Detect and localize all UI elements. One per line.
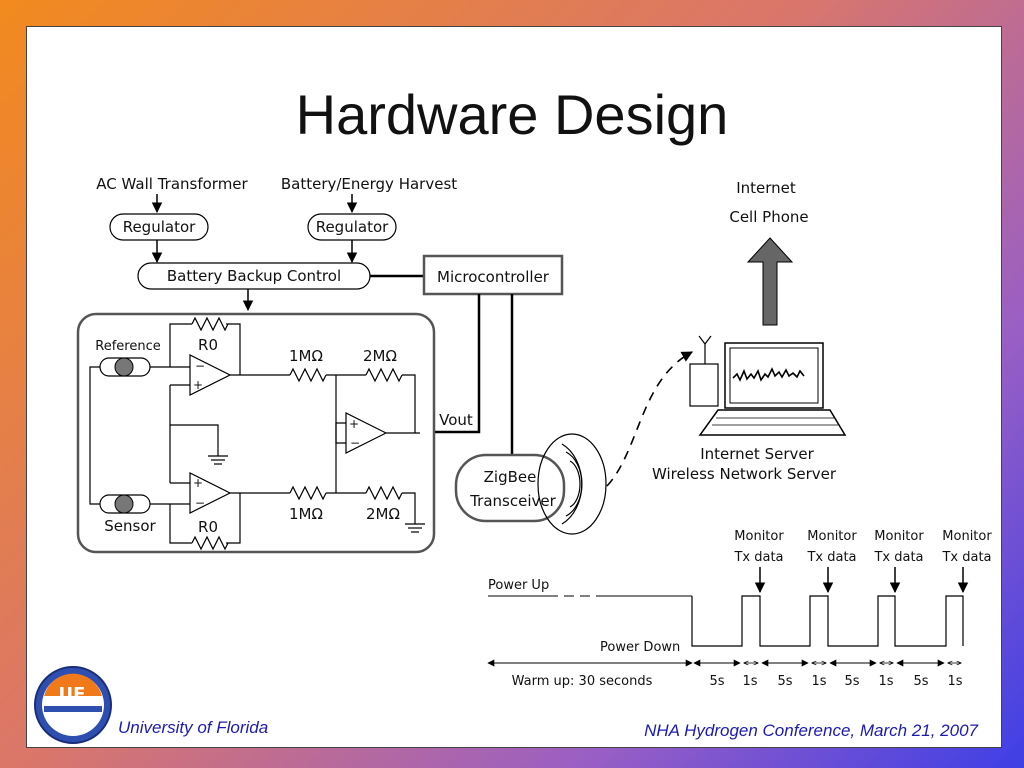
ground-symbol-right — [405, 523, 425, 533]
monitor-label: Monitor — [734, 529, 784, 544]
zigbee-line2: Transceiver — [469, 492, 556, 510]
ground-symbol-left — [208, 455, 228, 465]
microcontroller: Microcontroller — [422, 254, 564, 296]
txdata-label: Tx data — [941, 550, 991, 565]
cell-phone-label: Cell Phone — [729, 208, 808, 226]
battery-harvest-label: Battery/Energy Harvest — [281, 175, 457, 193]
internet-label: Internet — [736, 179, 796, 197]
power-down-label: Power Down — [600, 640, 680, 655]
r1-top-label: 1MΩ — [289, 347, 323, 365]
wireless-server-label: Wireless Network Server — [652, 465, 837, 483]
opamp-bottom: + − — [189, 472, 232, 514]
interval-label: 5s — [777, 674, 792, 689]
timing-diagram: Monitor Monitor Monitor Monitor Tx data … — [487, 529, 992, 689]
opamp-top: − + — [189, 354, 232, 396]
footer-right: NHA Hydrogen Conference, March 21, 2007 — [644, 721, 978, 740]
ac-transformer-label: AC Wall Transformer — [96, 175, 248, 193]
reference-element — [99, 357, 151, 377]
sensor-element — [99, 494, 151, 514]
page-title: Hardware Design — [296, 83, 729, 146]
vout-label: Vout — [439, 411, 473, 429]
r2-top-label: 2MΩ — [363, 347, 397, 365]
interval-label: 5s — [844, 674, 859, 689]
regulator-left: Regulator — [109, 213, 209, 241]
svg-text:+: + — [193, 476, 203, 490]
interval-label: 5s — [709, 674, 724, 689]
regulator-right: Regulator — [307, 213, 397, 241]
reference-label: Reference — [95, 339, 160, 354]
power-up-label: Power Up — [488, 578, 549, 593]
university-of-florida-logo: UF — [34, 666, 112, 744]
resistor-2m-top — [365, 367, 403, 383]
svg-text:−: − — [195, 359, 205, 373]
opamp-differential: + − — [345, 412, 388, 454]
svg-text:−: − — [350, 436, 360, 450]
r0-bottom-label: R0 — [198, 518, 218, 536]
interval-label: 1s — [742, 674, 757, 689]
resistor-r0-bottom — [191, 535, 229, 551]
interval-label: 1s — [947, 674, 962, 689]
laptop-icon — [689, 335, 847, 436]
battery-backup-label: Battery Backup Control — [167, 267, 341, 285]
resistor-2m-bottom — [365, 485, 403, 501]
txdata-label: Tx data — [733, 550, 783, 565]
zigbee-transceiver: ZigBee Transceiver — [454, 453, 566, 523]
battery-backup-control: Battery Backup Control — [137, 262, 371, 290]
monitor-label: Monitor — [942, 529, 992, 544]
warmup-label: Warm up: 30 seconds — [512, 674, 653, 689]
microcontroller-label: Microcontroller — [437, 268, 550, 286]
interval-label: 1s — [811, 674, 826, 689]
monitor-label: Monitor — [807, 529, 857, 544]
interval-label: 1s — [878, 674, 893, 689]
resistor-1m-top — [289, 367, 327, 383]
regulator-right-label: Regulator — [316, 218, 389, 236]
footer-left: University of Florida — [118, 718, 268, 737]
regulator-left-label: Regulator — [123, 218, 196, 236]
uplink-arrow-icon — [746, 237, 794, 326]
zigbee-line1: ZigBee — [484, 468, 537, 486]
svg-text:−: − — [195, 496, 205, 510]
monitor-label: Monitor — [874, 529, 924, 544]
resistor-r0-top — [191, 316, 229, 332]
sensor-label: Sensor — [104, 517, 156, 535]
svg-text:+: + — [349, 417, 359, 431]
r2-bottom-label: 2MΩ — [366, 505, 400, 523]
txdata-label: Tx data — [806, 550, 856, 565]
svg-text:+: + — [193, 378, 203, 392]
interval-label: 5s — [913, 674, 928, 689]
r0-top-label: R0 — [198, 336, 218, 354]
r1-bottom-label: 1MΩ — [289, 505, 323, 523]
internet-server-label: Internet Server — [700, 445, 814, 463]
radio-waves-icon — [537, 433, 607, 535]
resistor-1m-bottom — [289, 485, 327, 501]
logo-text: UF — [59, 684, 86, 705]
txdata-label: Tx data — [873, 550, 923, 565]
